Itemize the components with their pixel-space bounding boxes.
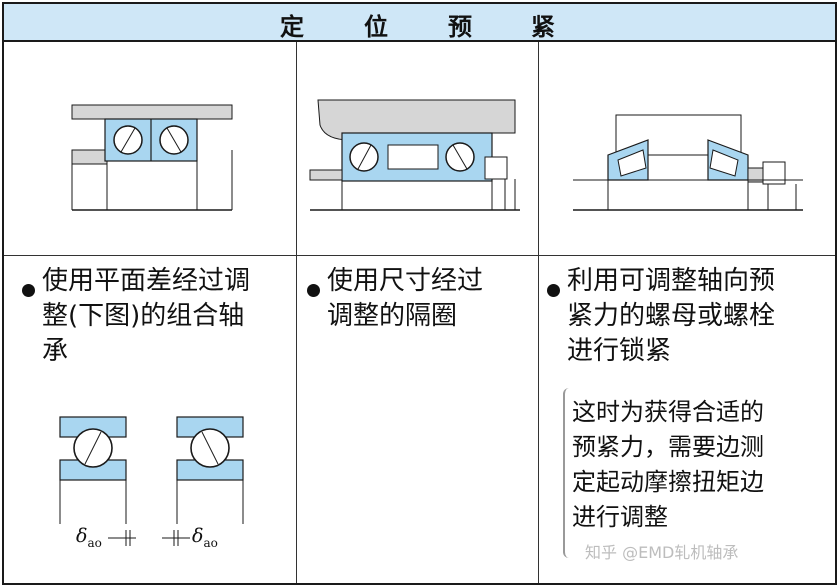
column-divider-2: [538, 42, 539, 585]
table-header: 定 位 预 紧: [2, 2, 837, 42]
col2-line-2: 调整的隔圈: [327, 301, 458, 331]
col3-bullet-text: 利用可调整轴向预 紧力的螺母或螺栓 进行锁紧: [567, 264, 775, 369]
note-line-4: 进行调整: [572, 503, 668, 531]
note-line-1: 这时为获得合适的: [572, 398, 764, 426]
col3-line-2: 紧力的螺母或螺栓: [567, 301, 776, 331]
col2-bullet-text: 使用尺寸经过 调整的隔圈: [327, 264, 483, 334]
row-divider: [2, 255, 837, 256]
delta-label-left: δao: [76, 525, 102, 550]
column-divider-1: [296, 42, 297, 585]
single-bearing-left-icon: [59, 416, 127, 524]
note-text: 这时为获得合适的 预紧力，需要边测 定起动摩擦扭矩边 进行调整: [572, 395, 764, 535]
header-char-4: 紧: [531, 12, 555, 41]
note-bracket: [563, 388, 818, 558]
paired-bearing-diagram: [71, 104, 233, 211]
spacer-bearing-diagram: [309, 99, 520, 211]
col1-line-3: 承: [42, 336, 69, 366]
col1-line-2: 整(下图)的组合轴: [42, 301, 245, 331]
col1-bullet-text: 使用平面差经过调 整(下图)的组合轴 承: [42, 264, 250, 369]
delta-gap-left-marker: [108, 530, 136, 546]
note-line-2: 预紧力，需要边测: [572, 433, 764, 461]
delta-subscript-left: ao: [87, 535, 102, 550]
col3-line-1: 利用可调整轴向预: [567, 266, 776, 296]
tapered-roller-diagram: [573, 114, 803, 211]
single-bearing-right-icon: [176, 416, 244, 524]
delta-subscript-right: ao: [203, 535, 218, 550]
delta-symbol-right: δ: [192, 525, 204, 547]
delta-label-right: δao: [192, 525, 218, 550]
col3-line-3: 进行锁紧: [567, 336, 672, 366]
header-char-2: 位: [364, 12, 388, 41]
delta-gap-right-marker: [162, 530, 190, 546]
header-char-1: 定: [280, 12, 304, 41]
bullet-dot-icon: [22, 284, 35, 297]
note-line-3: 定起动摩擦扭矩边: [572, 468, 764, 496]
delta-symbol-left: δ: [76, 525, 88, 547]
bullet-dot-icon: [307, 284, 320, 297]
col2-line-1: 使用尺寸经过: [327, 266, 484, 296]
col1-line-1: 使用平面差经过调: [42, 266, 251, 296]
header-char-3: 预: [448, 12, 472, 41]
bullet-dot-icon: [547, 284, 560, 297]
watermark: 知乎 @EMD轧机轴承: [585, 543, 739, 562]
